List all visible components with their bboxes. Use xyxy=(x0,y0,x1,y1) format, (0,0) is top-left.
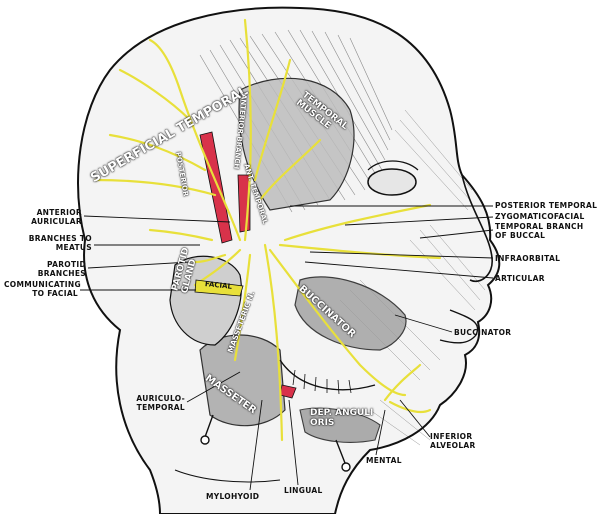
label-zygomaticofacial: ZYGOMATICOFACIAL xyxy=(495,212,585,221)
nerves xyxy=(93,18,442,442)
mandible xyxy=(279,359,376,391)
buccinator-shape xyxy=(294,276,407,351)
lips xyxy=(439,309,479,344)
label-branches-to-meatus: BRANCHES TO MEATUS xyxy=(28,234,92,252)
label-buccinator-nerve: BUCCINATOR xyxy=(454,328,512,337)
leader-lines xyxy=(80,205,494,491)
label-auriculo-temporal: AURICULO- TEMPORAL xyxy=(136,394,185,412)
label-parotid-branches: PAROTID BRANCHES xyxy=(37,260,86,278)
depressor-shape xyxy=(299,407,381,443)
masseter-shape xyxy=(199,334,286,427)
label-posterior-temporal: POSTERIOR TEMPORAL xyxy=(495,201,598,210)
label-temporal-branch-of-buccal: TEMPORAL BRANCH OF BUCCAL xyxy=(495,222,584,240)
inline-dep-anguli-oris: DEP. ANGULI ORIS xyxy=(310,408,374,428)
label-mental: MENTAL xyxy=(366,456,402,465)
pins xyxy=(200,414,351,472)
label-communicating-to-facial: COMMUNICATING TO FACIAL xyxy=(4,280,81,298)
label-mylohyoid: MYLOHYOID xyxy=(206,492,260,501)
temporal-muscle-shape xyxy=(238,77,355,211)
parotid-shape xyxy=(169,255,242,346)
label-infraorbital: INFRAORBITAL xyxy=(495,254,561,263)
label-articular: ARTICULAR xyxy=(495,274,545,283)
teeth xyxy=(292,369,352,395)
head-outline xyxy=(77,6,501,514)
label-lingual: LINGUAL xyxy=(284,486,323,495)
eye xyxy=(367,168,417,196)
label-anterior-auricular: ANTERIOR AURICULAR xyxy=(31,208,82,226)
label-inferior-alveolar: INFERIOR ALVEOLAR xyxy=(430,432,476,450)
facial-communicating-band xyxy=(194,279,244,297)
